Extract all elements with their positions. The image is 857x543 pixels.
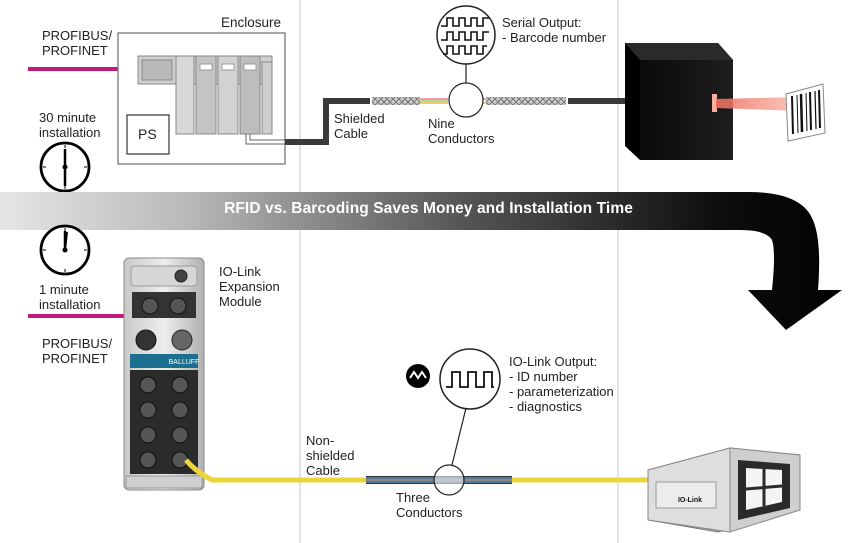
- clock-icon-1-minute: [39, 224, 91, 276]
- rfid-read-head: IO-Link: [647, 447, 801, 533]
- barcode-scanner: [625, 43, 733, 160]
- install-time-label-top: 30 minute installation: [39, 110, 101, 140]
- io-link-cable: [184, 458, 366, 483]
- laser-beam: [716, 97, 800, 111]
- io-link-logo-icon: [406, 364, 430, 388]
- clock-icon-30-minute: [39, 141, 91, 193]
- serial-output-signal: [436, 5, 496, 65]
- shielded-cable-label: Shielded Cable: [334, 111, 385, 141]
- module-brand: BALLUFF: [169, 359, 200, 366]
- shielded-cable-top: [285, 97, 628, 145]
- io-link-output-label: IO-Link Output: - ID number - parameteri…: [509, 354, 614, 414]
- network-label-top: PROFIBUS/ PROFINET: [42, 28, 113, 58]
- three-conductors-label: Three Conductors: [396, 490, 463, 520]
- serial-output-label: Serial Output: - Barcode number: [502, 15, 607, 45]
- network-label-bottom: PROFIBUS/ PROFINET: [42, 336, 113, 366]
- grid-dividers: [299, 0, 619, 543]
- conductor-cross-section-bottom: [433, 464, 465, 496]
- callout-line-bottom: [451, 407, 467, 466]
- io-link-module: BALLUFF: [123, 257, 205, 491]
- io-link-output-signal: [439, 348, 501, 410]
- banner-title: RFID vs. Barcoding Saves Money and Insta…: [224, 200, 633, 217]
- non-shielded-cable-label: Non- shielded Cable: [306, 433, 355, 478]
- nine-conductors-label: Nine Conductors: [428, 116, 495, 146]
- power-supply: [126, 114, 170, 155]
- barcode-label: [785, 83, 826, 142]
- plc-rack: [137, 55, 273, 135]
- banner-arrow: [0, 192, 842, 330]
- enclosure-label: Enclosure: [221, 15, 282, 30]
- io-link-module-label: IO-Link Expansion Module: [219, 264, 280, 309]
- io-link-cable-end: [512, 473, 662, 483]
- power-supply-label: PS: [138, 126, 157, 142]
- conductor-cross-section-top: [448, 82, 484, 118]
- sensor-brand: IO-Link: [678, 497, 702, 504]
- install-time-label-bottom: 1 minute installation: [39, 282, 101, 312]
- rack-wires: [245, 134, 290, 145]
